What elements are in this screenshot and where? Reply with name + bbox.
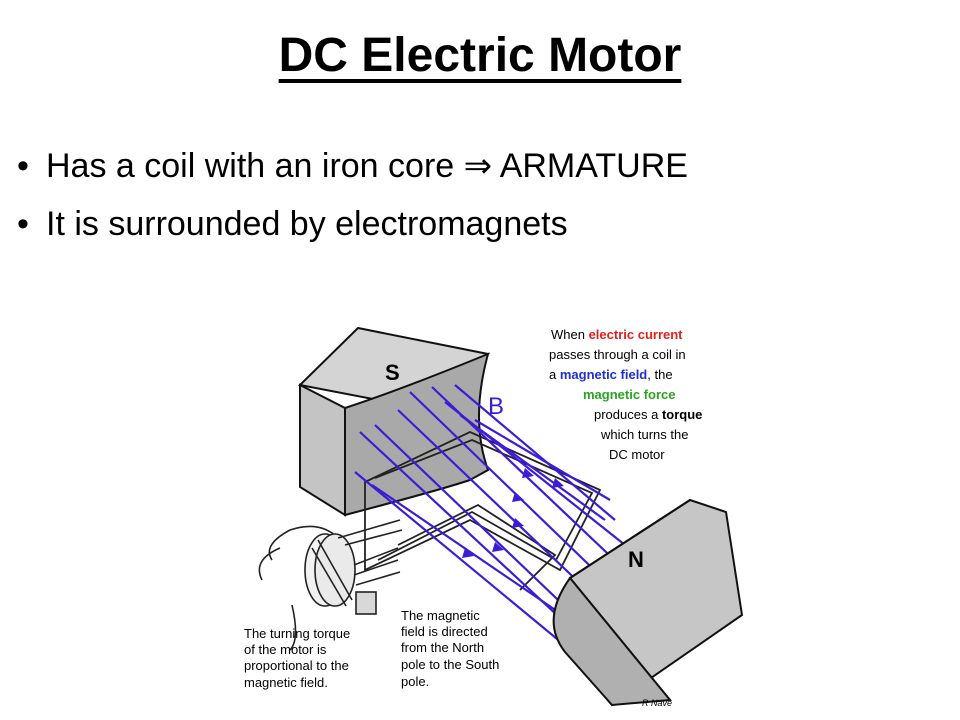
north-pole-label: N [628, 547, 644, 572]
svg-text:pole.: pole. [401, 674, 429, 689]
svg-text:of the motor is: of the motor is [244, 642, 327, 657]
svg-text:magnetic force: magnetic force [583, 387, 675, 402]
svg-text:When electric current: When electric current [551, 327, 683, 342]
bullet-text: Has a coil with an iron core ⇒ ARMATURE [46, 147, 688, 185]
field-arrowheads [462, 468, 564, 558]
magnetic-field-lines [354, 384, 626, 656]
caption-left: The turning torque of the motor is propo… [244, 626, 350, 690]
bullet-dot-icon: • [17, 147, 29, 185]
svg-text:The turning torque: The turning torque [244, 626, 350, 641]
caption-middle: The magnetic field is directed from the … [401, 608, 499, 689]
bullet-list: • Has a coil with an iron core ⇒ ARMATURE… [0, 137, 688, 253]
bullet-dot-icon: • [17, 205, 29, 243]
field-b-label: B [488, 393, 504, 420]
svg-text:produces a torque: produces a torque [594, 407, 702, 422]
credit-label: R Nave [642, 698, 672, 708]
south-magnet [297, 326, 491, 517]
south-magnet-face [299, 383, 346, 517]
svg-text:DC motor: DC motor [609, 447, 665, 462]
slide-title: DC Electric Motor [278, 29, 682, 82]
svg-text:magnetic field.: magnetic field. [244, 675, 328, 690]
commutator [258, 519, 403, 651]
svg-text:passes through a coil in: passes through a coil in [549, 347, 686, 362]
bullet-item: • It is surrounded by electromagnets [0, 195, 688, 253]
north-magnet [552, 498, 744, 707]
south-pole-label: S [385, 360, 400, 385]
svg-text:a magnetic field, the: a magnetic field, the [549, 367, 673, 382]
svg-text:pole to the South: pole to the South [401, 657, 499, 672]
svg-text:proportional to the: proportional to the [244, 658, 349, 673]
bullet-item: • Has a coil with an iron core ⇒ ARMATURE [0, 137, 688, 195]
svg-text:which turns the: which turns the [600, 427, 688, 442]
svg-text:field is directed: field is directed [401, 624, 488, 639]
north-magnet-pole-face [552, 576, 672, 707]
svg-text:from the North: from the North [401, 640, 484, 655]
armature-coil [364, 431, 602, 591]
bullet-text: It is surrounded by electromagnets [46, 205, 568, 243]
caption-top: When electric current passes through a c… [549, 327, 702, 462]
svg-text:The magnetic: The magnetic [401, 608, 480, 623]
